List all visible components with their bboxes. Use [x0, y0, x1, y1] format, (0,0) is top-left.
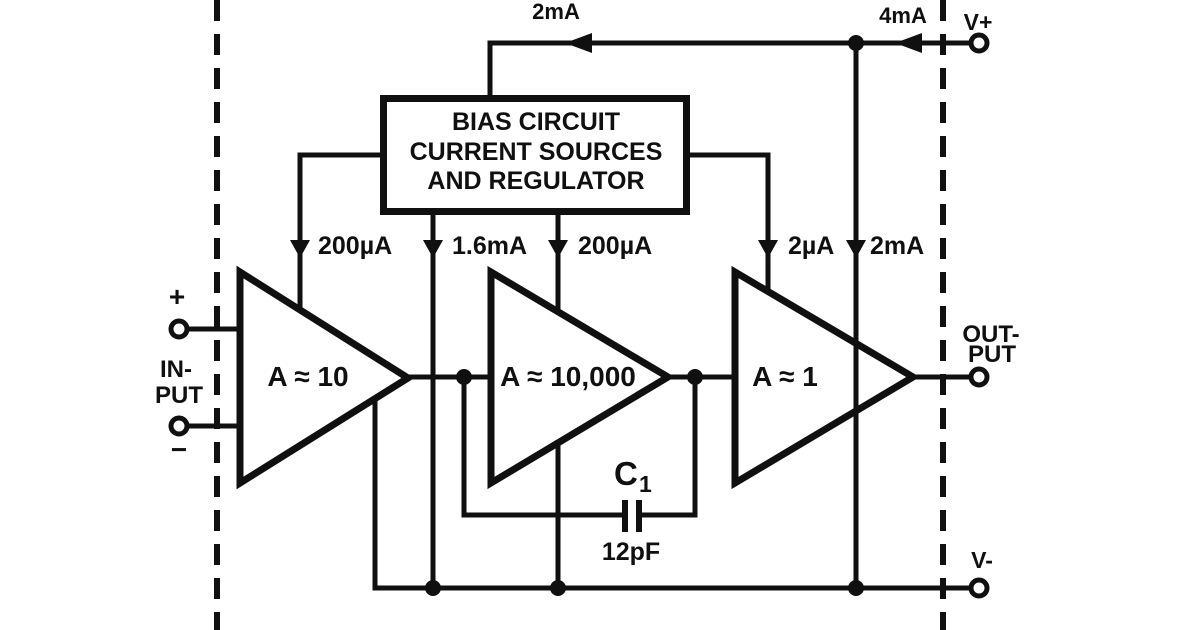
- junction-dot-top-rail: [848, 35, 864, 51]
- label-current-2ua: 2µA: [788, 232, 834, 260]
- label-vplus: V+: [964, 9, 993, 35]
- current-arrow-2ua-icon: [758, 240, 778, 258]
- label-current-200ua-stage1: 200µA: [318, 232, 392, 260]
- label-input-line1: IN-: [160, 356, 192, 383]
- current-arrow-4ma-top-icon: [895, 33, 922, 53]
- input-minus-terminal: [168, 415, 190, 437]
- output-terminal: [968, 366, 990, 388]
- junction-dot-stage2-output: [687, 369, 703, 385]
- cap-right-wire: [642, 377, 698, 518]
- label-gain-stage2: A ≈ 10,000: [500, 361, 636, 392]
- bias-circuit-box: [380, 95, 690, 215]
- label-gain-stage3: A ≈ 1: [752, 361, 818, 392]
- input-plus-terminal: [168, 318, 190, 340]
- label-current-200ua-stage2: 200µA: [578, 232, 652, 260]
- label-input-plus-sign: +: [169, 281, 185, 312]
- junction-dot-rail-1: [425, 580, 441, 596]
- vplus-terminal: [968, 32, 990, 54]
- vminus-terminal: [968, 577, 990, 599]
- current-arrow-2ma-stage3-icon: [846, 240, 866, 258]
- amplifier-stage1-triangle: [236, 265, 415, 490]
- vminus-bottom-rail-wire: [372, 396, 970, 591]
- label-current-2ma-stage3: 2mA: [870, 232, 924, 260]
- label-output-line2: PUT: [968, 341, 1016, 368]
- current-arrow-2ma-top-icon: [565, 33, 592, 53]
- label-cap-value: 12pF: [602, 538, 660, 566]
- bias-feed-stage3-wire: [687, 152, 771, 291]
- label-current-4ma-top: 4mA: [879, 3, 927, 28]
- current-arrow-200ua-stage1-icon: [290, 240, 310, 258]
- label-input-line2: PUT: [155, 382, 203, 409]
- junction-dot-rail-3: [848, 580, 864, 596]
- label-cap-subscript: 1: [639, 471, 652, 497]
- label-vminus: V-: [971, 547, 993, 573]
- label-current-1p6ma: 1.6mA: [452, 232, 527, 260]
- label-current-2ma-top: 2mA: [532, 0, 580, 24]
- vplus-top-rail-wire: [487, 40, 970, 98]
- label-cap-designator: C: [614, 455, 638, 492]
- bias-box-line2: CURRENT SOURCES: [410, 138, 663, 166]
- label-gain-stage1: A ≈ 10: [267, 361, 348, 392]
- bias-box-line3: AND REGULATOR: [427, 167, 644, 195]
- current-arrow-1p6ma-icon: [423, 240, 443, 258]
- junction-dot-stage2-input: [456, 369, 472, 385]
- current-arrow-200ua-stage2-icon: [548, 240, 568, 258]
- label-input-minus-sign: −: [171, 434, 187, 465]
- label-output-line1: OUT-: [962, 321, 1019, 348]
- junction-dot-rail-2: [550, 580, 566, 596]
- bias-box-line1: BIAS CIRCUIT: [452, 108, 620, 136]
- cap-left-wire: [461, 377, 622, 518]
